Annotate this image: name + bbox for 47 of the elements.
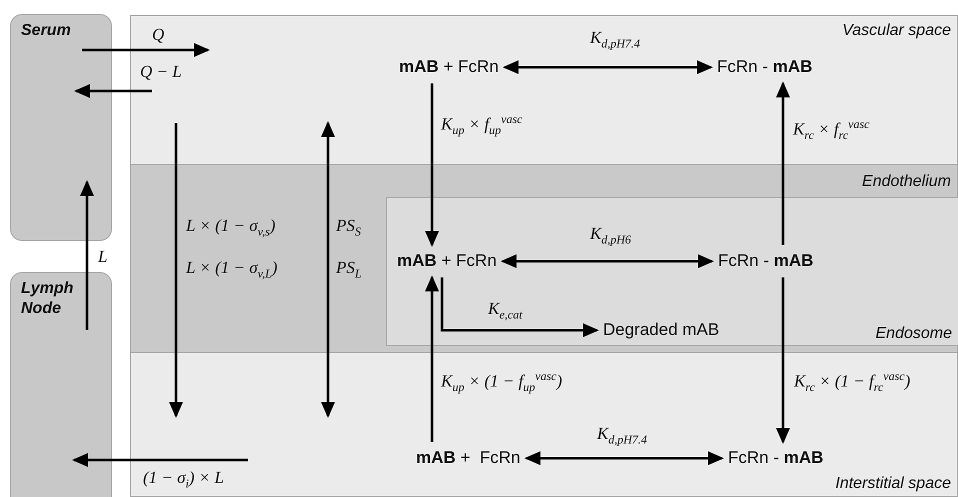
arrow [776, 81, 790, 245]
arrow [425, 83, 439, 247]
compartment-band [386, 197, 958, 346]
arrow [72, 453, 248, 467]
arrow [425, 275, 439, 442]
arrow [169, 123, 183, 418]
arrow [500, 254, 714, 268]
compartment-band [130, 352, 958, 497]
arrow [502, 60, 713, 74]
compartment-band [130, 164, 958, 353]
edge-label: PS$_{S}$ [336, 216, 361, 239]
edge-label: K$_{d,pH7.4}$ [590, 28, 640, 51]
species-label: mAB + FcRn [397, 251, 497, 272]
edge-label: L × (1 − σ$_{v,s}$) [186, 216, 276, 239]
edge-label: K$_{e,cat}$ [488, 299, 522, 322]
species-label: mAB + FcRn [399, 57, 499, 78]
edge-label: (1 − σ$_{i}$) × L [143, 468, 224, 491]
rate-label: L × (1 − σ$_{v,L}$) [186, 258, 278, 281]
compartment-label: Interstitial space [835, 475, 951, 493]
edge-label: Q [152, 25, 164, 46]
edge-label: K$_{d,pH6}$ [590, 224, 632, 247]
edge-label: K$_{up}$ × (1 − f$_{up}$$^{vasc}$) [441, 369, 562, 394]
edge-label: K$_{d,pH7.4}$ [597, 424, 648, 447]
arrow [82, 43, 210, 57]
compartment-label: Lymph Node [21, 279, 74, 319]
arrow [440, 277, 599, 338]
species-label: mAB + FcRn [416, 448, 520, 468]
compartment-label: Serum [21, 21, 72, 41]
compartment-band [130, 15, 958, 165]
compartment-label: Endothelium [862, 173, 951, 191]
edge-label: L [98, 247, 108, 268]
arrow [776, 277, 790, 444]
species-label: FcRn - mAB [717, 57, 812, 78]
species-label: Degraded mAB [603, 320, 720, 340]
compartment-box [10, 272, 112, 497]
species-label: FcRn - mAB [718, 251, 814, 272]
rate-label: PS$_{L}$ [336, 258, 362, 281]
arrow [80, 180, 94, 330]
compartment-label: Vascular space [842, 22, 951, 40]
arrow [321, 121, 335, 418]
edge-label: Q − L [140, 62, 182, 82]
edge-label: K$_{rc}$ × (1 − f$_{rc}$$^{vasc}$) [794, 369, 910, 394]
compartment-label: Endosome [876, 325, 952, 343]
species-label: FcRn - mAB [728, 448, 824, 468]
arrow [524, 451, 724, 466]
arrow [74, 84, 152, 98]
compartment-box [10, 14, 112, 241]
